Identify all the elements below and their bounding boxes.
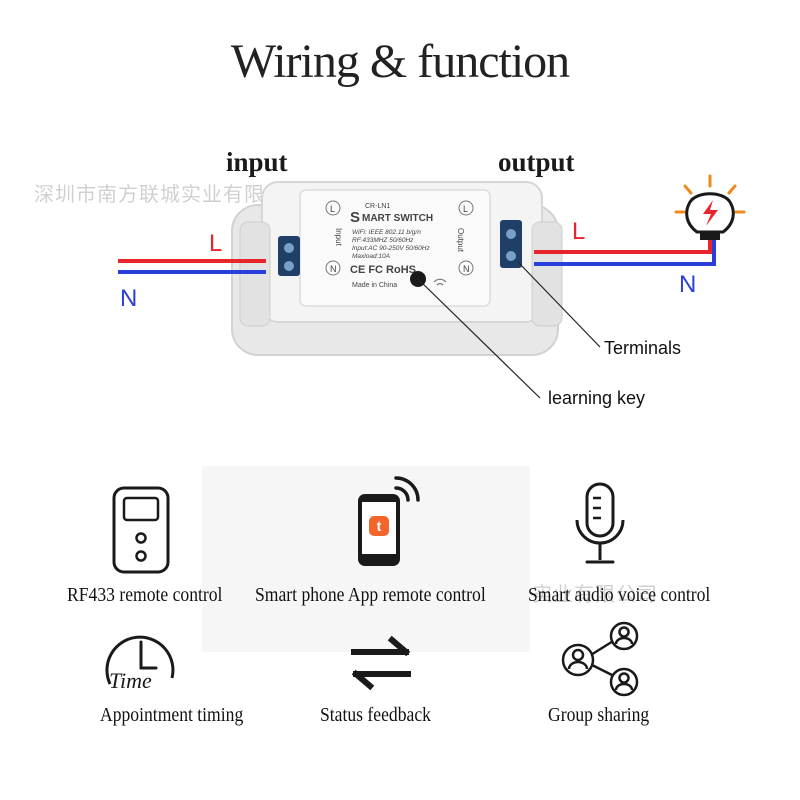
timer-icon: Time <box>105 635 175 693</box>
page-title: Wiring & function <box>230 35 570 88</box>
device-spec-maxload: Maxload:10A <box>352 253 390 260</box>
swap-arrows-icon <box>351 635 411 691</box>
output-label: output <box>498 147 575 177</box>
smartphone-app-icon: t <box>358 476 420 566</box>
learning-key-label: learning key <box>548 388 646 408</box>
wiring-diagram: L N L N Input Output CR-LN1 S MART SWITC… <box>118 174 746 399</box>
terminals-leader-line <box>517 261 601 348</box>
output-neutral-wire <box>534 240 716 266</box>
output-neutral-letter: N <box>679 271 697 298</box>
feature-label-group-sharing: Group sharing <box>548 704 650 726</box>
device-model: CR-LN1 <box>365 203 390 210</box>
light-bulb-icon <box>674 174 746 240</box>
microphone-icon <box>575 482 625 564</box>
input-neutral-letter: N <box>120 285 138 312</box>
smart-switch-device: L N L N Input Output CR-LN1 S MART SWITC… <box>231 181 563 356</box>
device-origin: Made in China <box>352 282 397 289</box>
output-live-wire <box>534 238 712 254</box>
timer-icon-text: Time <box>109 668 152 693</box>
device-side-output-text: Output <box>456 228 465 253</box>
learning-key-leader-line <box>417 278 541 399</box>
feature-label-status-feedback: Status feedback <box>320 704 431 726</box>
device-brand-initial: S <box>350 209 360 226</box>
watermark-top: 深圳市南方联城实业有限公司 <box>34 182 307 206</box>
device-output-terminal-n: N <box>463 264 470 274</box>
device-spec-wifi: WiFi: IEEE 802.11 b/g/n <box>352 229 421 236</box>
device-side-input-text: Input <box>334 228 343 247</box>
remote-control-icon <box>112 486 170 574</box>
app-badge-letter: t <box>377 518 382 534</box>
device-certifications: CE FC RoHS <box>350 264 416 276</box>
device-output-terminal-l: L <box>463 204 468 214</box>
feature-label-rf433: RF433 remote control <box>67 584 223 606</box>
group-share-icon <box>561 621 639 697</box>
input-label: input <box>226 147 288 177</box>
output-live-letter: L <box>572 218 586 245</box>
feature-label-smartphone-app: Smart phone App remote control <box>255 584 486 606</box>
device-input-terminal-l: L <box>330 204 335 214</box>
input-live-letter: L <box>209 230 223 257</box>
device-spec-input: Input:AC 90-250V 50/60Hz <box>352 245 430 252</box>
terminals-label: Terminals <box>604 338 682 358</box>
feature-label-appointment-timing: Appointment timing <box>100 704 244 726</box>
device-input-terminal-n: N <box>330 264 337 274</box>
device-brand-name: MART SWITCH <box>362 213 433 224</box>
device-wifi-icon <box>433 278 447 283</box>
feature-label-voice-control: Smart audio voice control <box>528 584 711 606</box>
device-spec-rf: RF:433MHZ 50/60Hz <box>352 237 414 244</box>
